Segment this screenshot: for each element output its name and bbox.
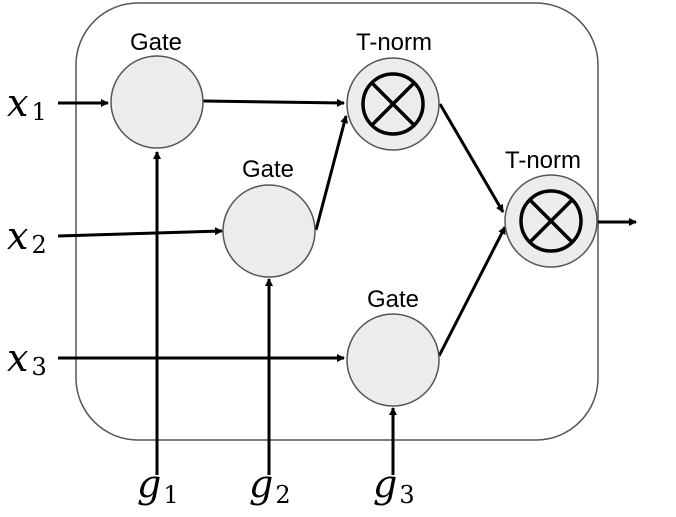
tnorm-node-2 bbox=[504, 174, 598, 268]
gate-input-var-g3: g bbox=[373, 462, 397, 506]
gate-input-var-g2: g bbox=[249, 462, 273, 506]
gate-input-label-g1: g1 bbox=[137, 462, 179, 509]
gate-label-3: Gate bbox=[367, 286, 419, 313]
input-var-x3: x bbox=[7, 336, 28, 380]
input-var-x1: x bbox=[7, 81, 28, 125]
input-sub-x2: 2 bbox=[31, 231, 46, 259]
edge-x2-to-gate-2 bbox=[57, 227, 223, 238]
gate-node-1 bbox=[110, 55, 204, 149]
gate-input-sub-g3: 3 bbox=[399, 481, 414, 509]
input-var-x2: x bbox=[7, 214, 28, 258]
edge-gate-3-to-tnorm-2 bbox=[437, 226, 507, 357]
edge-gate-1-to-tnorm-1 bbox=[202, 98, 345, 107]
gate-input-label-g2: g2 bbox=[249, 462, 291, 509]
input-sub-x1: 1 bbox=[31, 98, 46, 126]
tnorm-label-1: T-norm bbox=[356, 29, 432, 56]
edge-gate-2-to-tnorm-1 bbox=[314, 115, 349, 231]
gate-label-1: Gate bbox=[130, 29, 182, 56]
input-sub-x3: 3 bbox=[31, 353, 46, 381]
gate-node-2 bbox=[222, 184, 316, 278]
gate-label-2: Gate bbox=[242, 156, 294, 183]
gate-input-sub-g1: 1 bbox=[163, 481, 178, 509]
tnorm-node-1 bbox=[346, 57, 440, 151]
edge-tnorm-1-to-tnorm-2 bbox=[438, 103, 505, 213]
circled-times-icon bbox=[519, 189, 583, 253]
gate-input-var-g1: g bbox=[137, 462, 161, 506]
gate-node-3 bbox=[346, 313, 440, 407]
circled-times-icon bbox=[361, 72, 425, 136]
gate-input-sub-g2: 2 bbox=[275, 481, 290, 509]
gate-input-label-g3: g3 bbox=[373, 462, 415, 509]
tnorm-label-2: T-norm bbox=[505, 147, 581, 174]
